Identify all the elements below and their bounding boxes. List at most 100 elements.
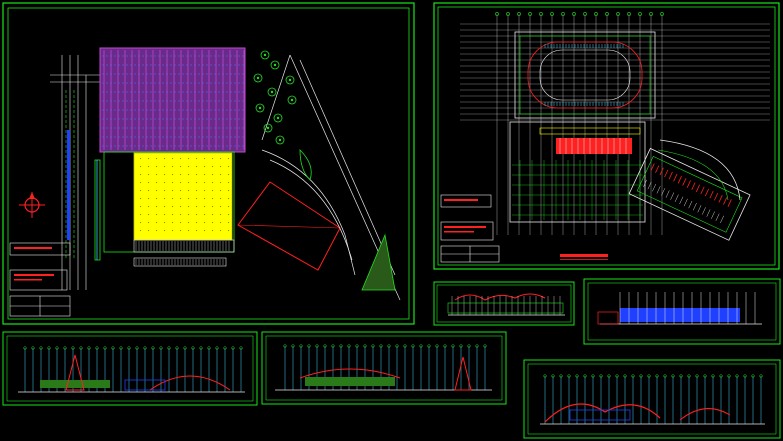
annex-seat bbox=[720, 215, 724, 224]
grid-bubble bbox=[550, 12, 554, 16]
elev-bubble bbox=[631, 374, 635, 378]
slab-grid-dot bbox=[172, 230, 173, 231]
slab-grid-dot bbox=[228, 206, 229, 207]
floor-title-block bbox=[440, 194, 500, 263]
grid-bubble bbox=[583, 12, 587, 16]
slab-grid-dot bbox=[180, 158, 181, 159]
annex-seat bbox=[652, 183, 656, 192]
slab-grid-dot bbox=[196, 214, 197, 215]
slab-grid-dot bbox=[228, 190, 229, 191]
elev-bubble bbox=[623, 374, 627, 378]
elev-bubble bbox=[751, 374, 755, 378]
elev-bubble bbox=[551, 374, 555, 378]
slab-grid-dot bbox=[196, 222, 197, 223]
annex-seat bbox=[704, 188, 710, 197]
site-plan-panel bbox=[2, 2, 415, 325]
elev-bubble bbox=[607, 374, 611, 378]
elev-bubble bbox=[403, 344, 407, 348]
grid-bubble bbox=[528, 12, 532, 16]
lower-stalls bbox=[135, 259, 224, 265]
bl-elev-green-band bbox=[40, 380, 110, 388]
slab-grid-dot bbox=[148, 198, 149, 199]
annex-seat bbox=[727, 199, 732, 207]
br-elev-red-wave bbox=[544, 403, 661, 423]
parking-stalls bbox=[135, 241, 230, 251]
slab-grid-dot bbox=[204, 198, 205, 199]
annex-seat bbox=[673, 173, 678, 182]
slab-grid-dot bbox=[180, 206, 181, 207]
grid-bubble bbox=[572, 12, 576, 16]
slab-grid-dot bbox=[164, 158, 165, 159]
elev-bubble bbox=[95, 346, 99, 350]
slab-grid-dot bbox=[196, 158, 197, 159]
blue-column-strip bbox=[67, 130, 70, 240]
elev-bubble bbox=[183, 346, 187, 350]
tree-center bbox=[258, 106, 262, 110]
annex-seat bbox=[711, 211, 715, 219]
elev-bubble bbox=[127, 346, 131, 350]
slab-grid-dot bbox=[156, 166, 157, 167]
lower-strip bbox=[133, 257, 227, 267]
elev-bubble bbox=[231, 346, 235, 350]
elev-bubble bbox=[567, 374, 571, 378]
elev-bubble bbox=[175, 346, 179, 350]
elev-bubble bbox=[591, 374, 595, 378]
tree-center bbox=[288, 78, 292, 82]
grid-bubble bbox=[649, 12, 653, 16]
slab-grid-dot bbox=[148, 158, 149, 159]
slab-grid-dot bbox=[212, 158, 213, 159]
annex-seat bbox=[650, 163, 655, 171]
br-elev-verticals bbox=[543, 374, 763, 424]
slab-grid-dot bbox=[228, 174, 229, 175]
elevation-bottom-right-panel bbox=[523, 359, 781, 439]
tree bbox=[253, 73, 263, 83]
elev-bubble bbox=[655, 374, 659, 378]
slab-grid-dot bbox=[180, 214, 181, 215]
slab-grid-dot bbox=[164, 222, 165, 223]
slab-grid-dot bbox=[204, 166, 205, 167]
arena-outer bbox=[514, 31, 656, 119]
tree-center bbox=[278, 138, 282, 142]
site-plan-frame-outer bbox=[2, 2, 415, 325]
slab-grid-dot bbox=[204, 206, 205, 207]
slab-grid-dot bbox=[196, 190, 197, 191]
slab-grid-dot bbox=[164, 214, 165, 215]
floor-plan-panel bbox=[433, 2, 780, 270]
slab-grid-dot bbox=[188, 222, 189, 223]
elev-bubble bbox=[419, 344, 423, 348]
elev-bubble bbox=[483, 344, 487, 348]
elev-bubble bbox=[615, 374, 619, 378]
slab-grid-dot bbox=[156, 230, 157, 231]
slab-grid-dot bbox=[164, 174, 165, 175]
slab-grid-dot bbox=[164, 182, 165, 183]
grid-bubble bbox=[627, 12, 631, 16]
floor-plan-frame-inner bbox=[437, 6, 776, 266]
slab-grid-dot bbox=[188, 190, 189, 191]
annex-curved-hall-inner bbox=[657, 149, 729, 201]
slab-grid-dot bbox=[196, 230, 197, 231]
elev-bubble bbox=[703, 374, 707, 378]
elev-bubble bbox=[583, 374, 587, 378]
grid-bubble bbox=[660, 12, 664, 16]
tree-center bbox=[273, 63, 277, 67]
small-elev-red-wave bbox=[454, 293, 546, 301]
elev-bubble bbox=[363, 344, 367, 348]
slab-grid-dot bbox=[148, 174, 149, 175]
site-title-fills bbox=[14, 247, 54, 281]
elev-bubble bbox=[355, 344, 359, 348]
small-elev-ticks bbox=[451, 296, 561, 315]
annex-seat bbox=[702, 207, 706, 215]
elev-bubble bbox=[575, 374, 579, 378]
site-trees bbox=[253, 50, 297, 145]
elev-bubble bbox=[47, 346, 51, 350]
tree-center bbox=[263, 53, 267, 57]
annex-seat bbox=[723, 197, 728, 205]
bl-elev-verticals bbox=[23, 346, 243, 392]
pool-lanes bbox=[539, 127, 641, 154]
elev-bubble bbox=[207, 346, 211, 350]
elevation-small-mid-panel bbox=[433, 281, 575, 326]
elev-bubble bbox=[411, 344, 415, 348]
slab-grid-dot bbox=[228, 182, 229, 183]
slab-grid-dot bbox=[140, 182, 141, 183]
elev-bubble bbox=[223, 346, 227, 350]
